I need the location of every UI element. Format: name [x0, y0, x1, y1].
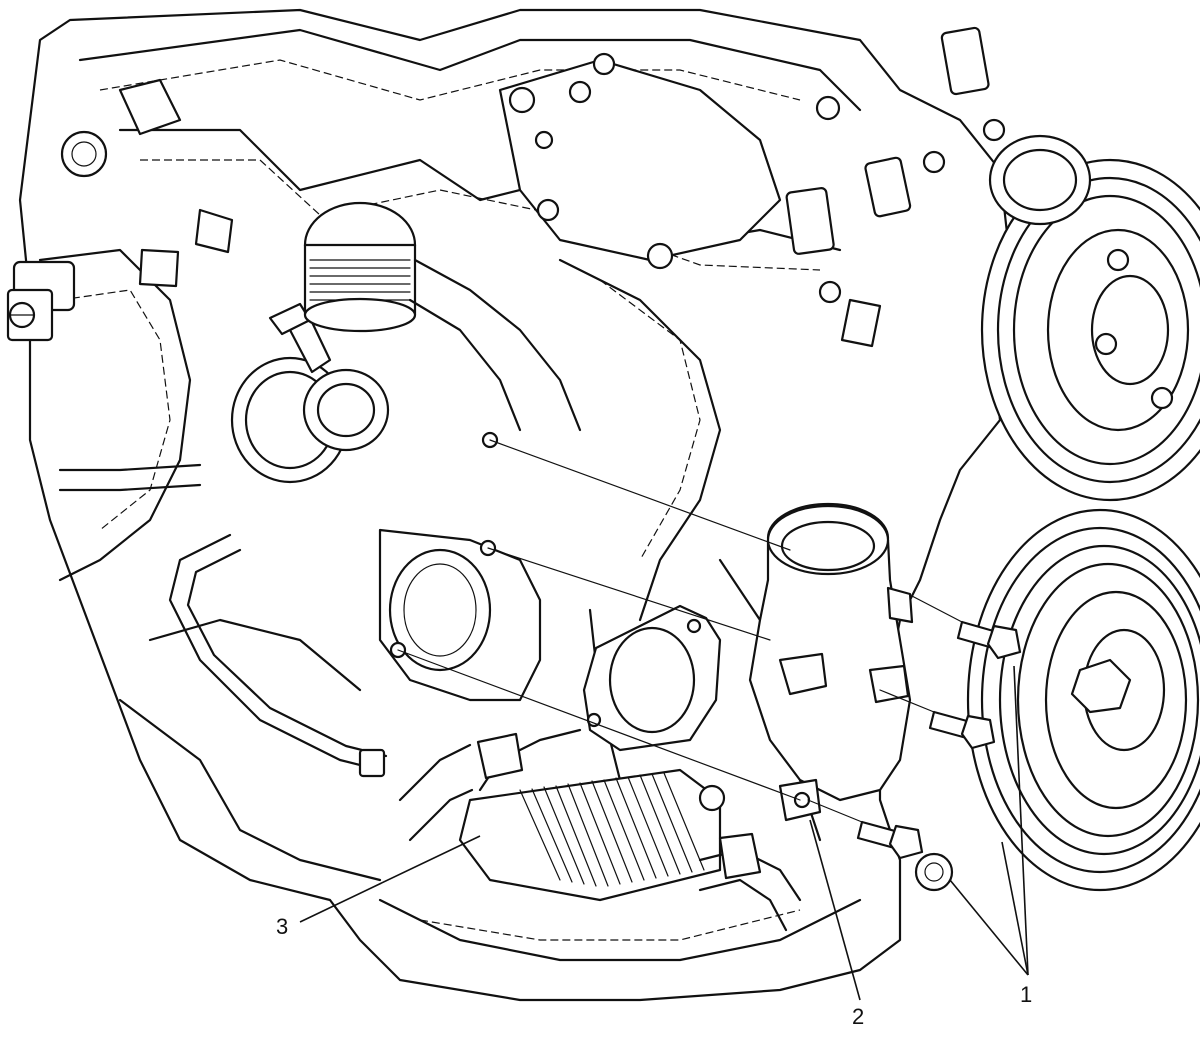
- electrical-connectors: [785, 26, 1006, 348]
- bolt-middle: [928, 710, 996, 750]
- oil-cooler: [398, 728, 802, 932]
- callout-label-2: 2: [852, 1004, 864, 1029]
- bolt-extra: [914, 852, 954, 892]
- coolant-outlet-housing: [748, 502, 914, 822]
- upper-coolant-outlet: [303, 201, 582, 432]
- assembly-lines: [397, 439, 963, 823]
- front-cover: [378, 431, 542, 702]
- left-pipe: [58, 463, 388, 778]
- callout-label-3: 3: [276, 914, 288, 939]
- intake-area: [498, 52, 841, 270]
- left-sensor: [6, 260, 76, 342]
- callout-label-1: 1: [1020, 982, 1032, 1007]
- callout-2: 2: [809, 819, 864, 1029]
- upper-pulley: [980, 134, 1200, 502]
- lower-pulley: [966, 508, 1200, 892]
- bolt-lower: [856, 820, 924, 860]
- bracket-upper-left: [60, 78, 234, 288]
- bolt-upper: [956, 620, 1022, 660]
- callout-3: 3: [276, 835, 481, 939]
- outlet-gasket: [582, 604, 722, 752]
- vacuum-pump: [230, 302, 390, 484]
- callout-1: 1: [949, 665, 1032, 1007]
